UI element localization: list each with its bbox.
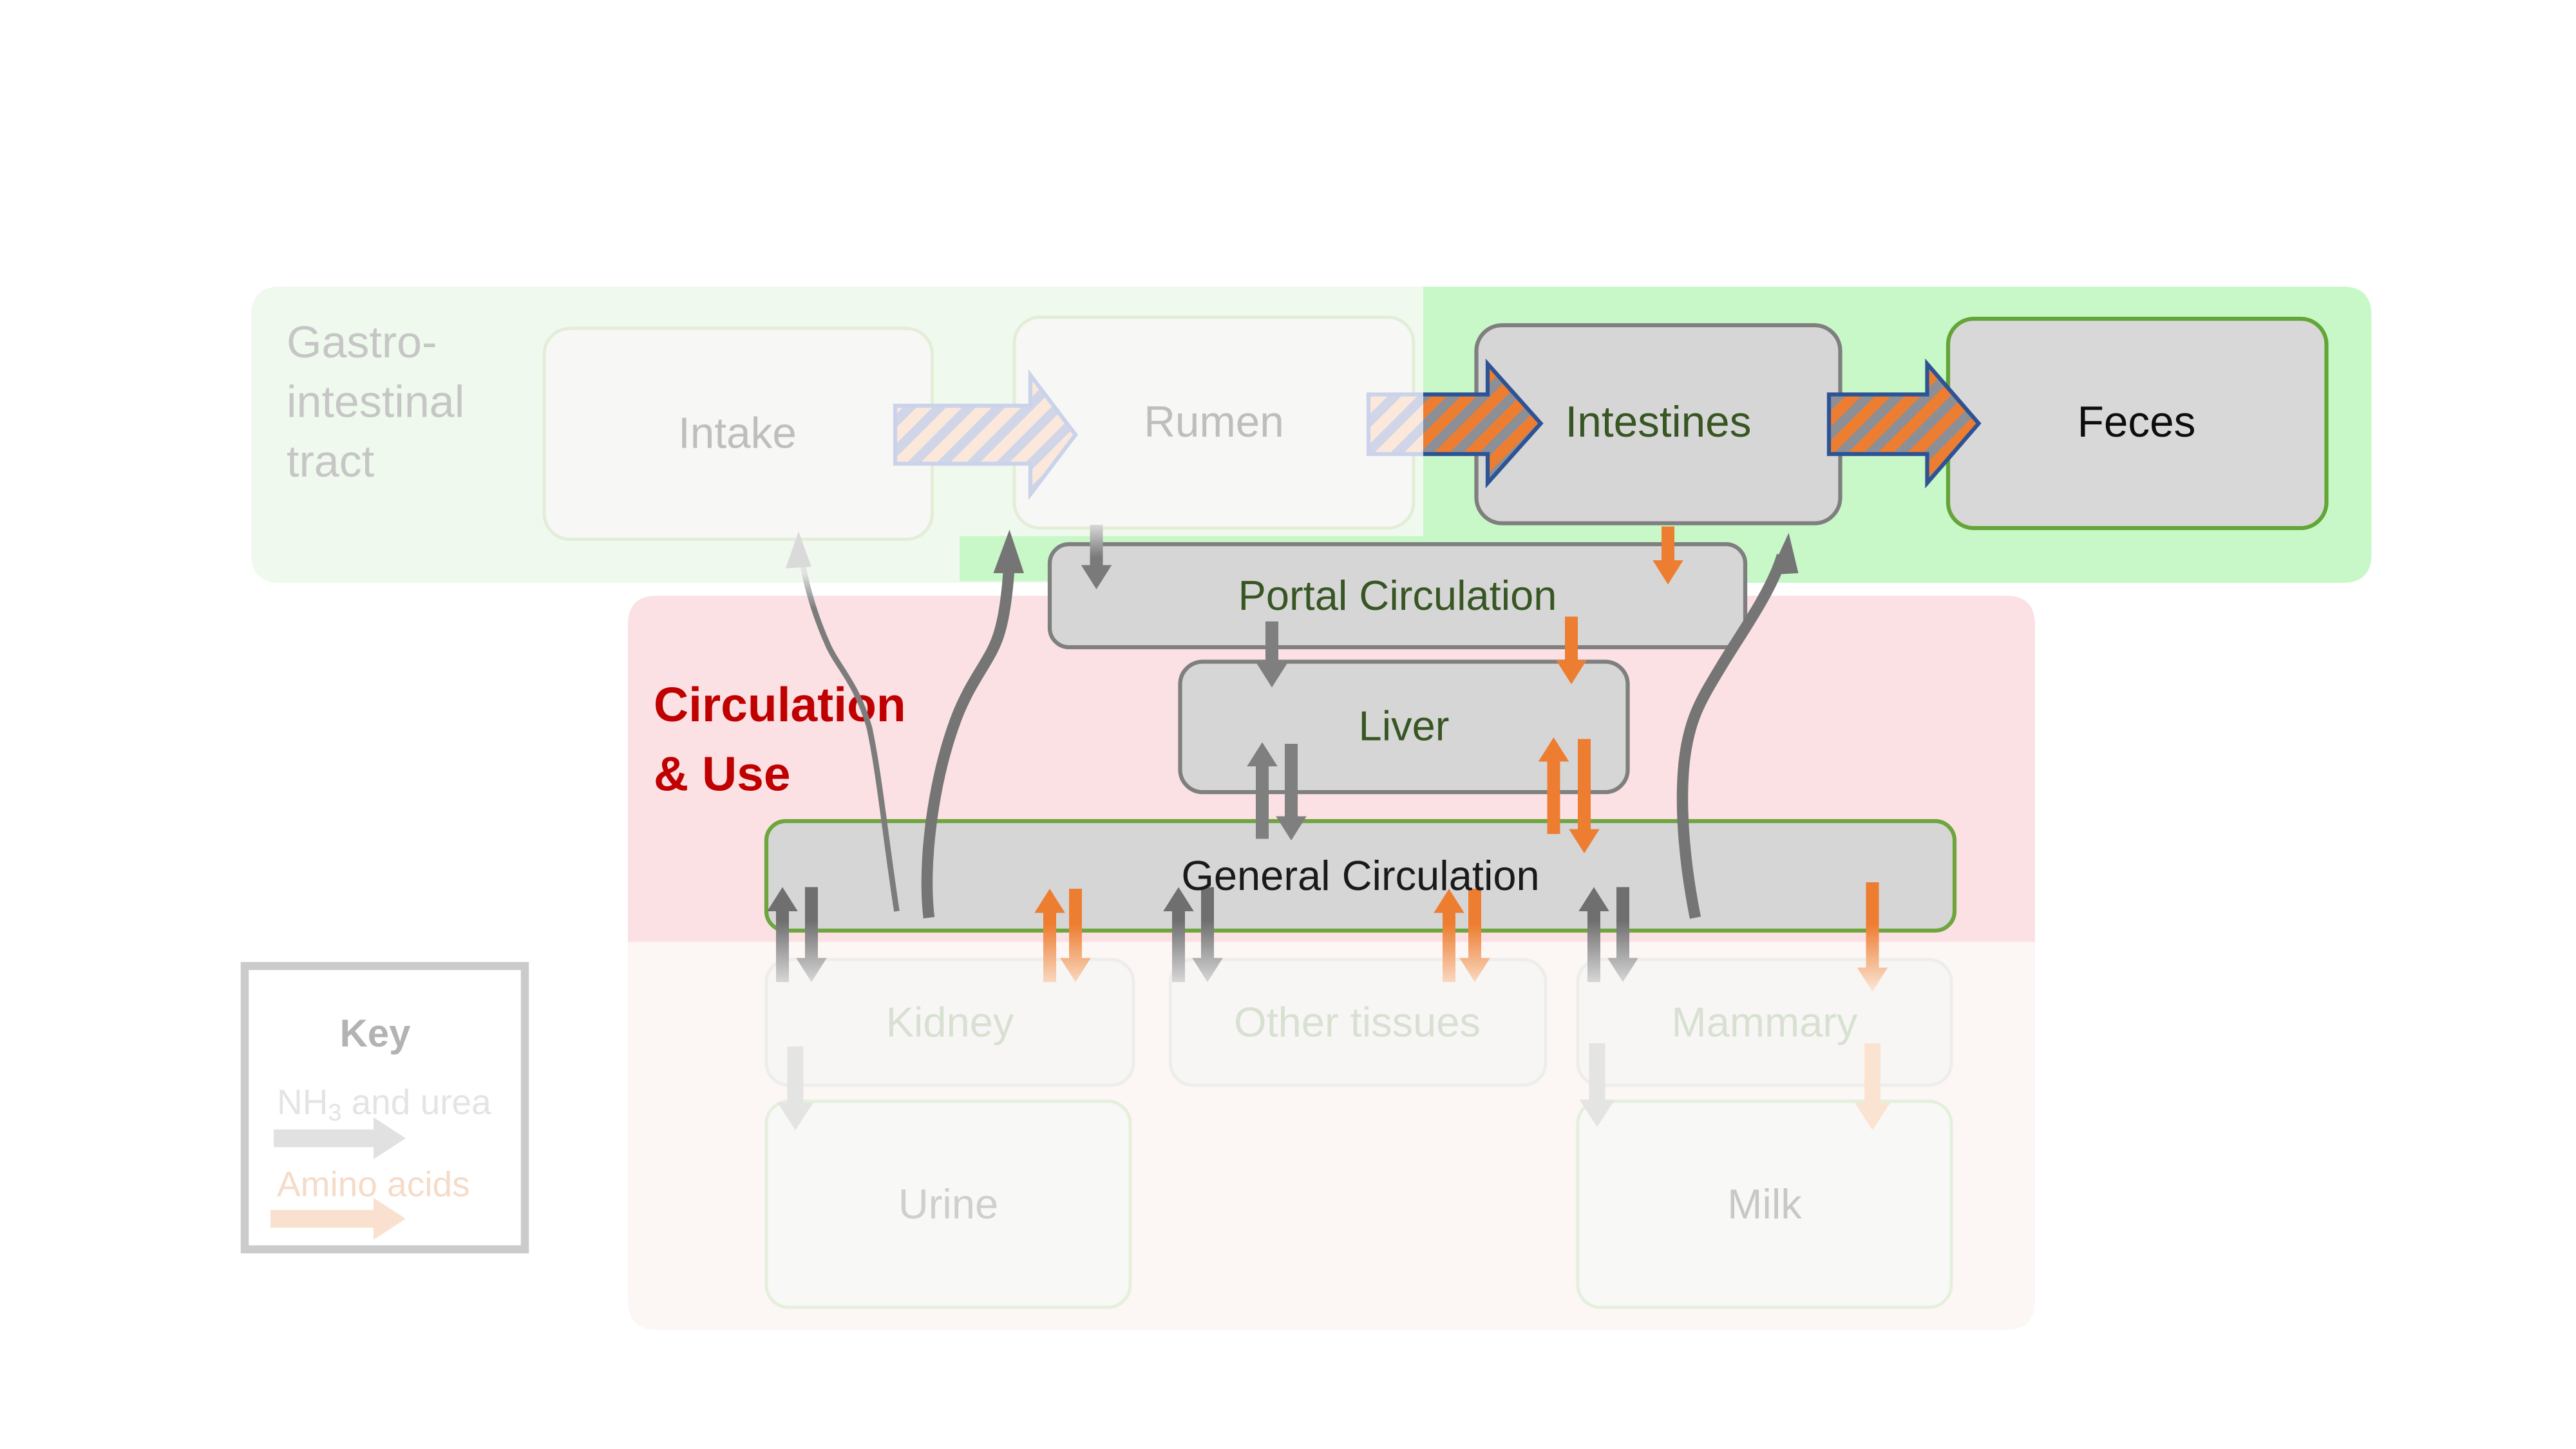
urine-label: Urine [898,1180,998,1227]
portal-circulation-label: Portal Circulation [1238,572,1557,619]
arrow-general-to-tissues-orange-down [1459,889,1490,982]
curved-arrow-general-to-intestines [1676,533,1799,919]
arrow-mammary-to-general-gray-up [1578,887,1609,982]
arrow-mammary-to-milk-gray [1579,1043,1615,1127]
box-general-circulation [764,819,1957,933]
intestines-label: Intestines [1566,398,1752,446]
milk-label: Milk [1727,1180,1802,1227]
kidney-label: Kidney [886,999,1014,1046]
arrow-tissues-to-general-orange-up [1434,889,1464,982]
arrow-portal-to-liver-gray [1256,621,1287,688]
arrow-kidney-to-general-orange-up [1034,889,1065,982]
box-other-tissues [1169,958,1548,1087]
general-circulation-label: General Circulation [1181,852,1539,899]
arrow-portal-to-liver-orange [1556,616,1587,685]
hatched-arrow-intestines-to-feces [1826,358,1982,489]
gi-tract-label: Gastro- intestinal tract [287,317,477,486]
arrow-general-to-kidney-orange-down [1060,889,1091,982]
legend: Key NH3 and urea Amino acids [240,961,529,1254]
box-urine [764,1099,1132,1309]
arrow-general-to-mammary-gray-down [1607,887,1638,982]
arrow-tissues-to-general-gray-up [1163,887,1194,982]
arrow-general-to-kidney-gray-down [796,887,827,982]
liver-label: Liver [1359,703,1450,750]
rumen-label: Rumen [1144,398,1284,446]
box-mammary [1576,958,1953,1087]
arrow-general-to-liver-orange-up [1538,737,1569,834]
legend-box [240,961,529,1254]
arrow-liver-to-general-orange-down [1569,739,1600,853]
intake-label: Intake [678,409,797,457]
feces-label: Feces [2078,398,2196,446]
legend-amino-acids-label: Amino acids [277,1164,470,1204]
arrow-intestines-to-portal [1653,526,1683,585]
arrow-kidney-to-urine [777,1046,813,1130]
hatched-arrow-intake-to-rumen [893,369,1078,500]
arrow-general-to-mammary-orange-down [1857,882,1888,992]
legend-title: Key [339,1012,411,1055]
curved-arrow-general-to-rumen [921,529,1024,919]
legend-orange-arrow-icon [270,1198,406,1240]
legend-gray-arrow-icon [274,1117,406,1159]
mammary-label: Mammary [1672,999,1858,1046]
arrow-general-to-liver-gray-up [1247,742,1278,839]
arrow-general-to-tissues-gray-down [1192,887,1223,982]
curved-arrow-general-to-intake [786,531,900,912]
legend-nh3-urea-label: NH3 and urea [277,1082,491,1126]
other-tissues-label: Other tissues [1234,999,1481,1046]
hatched-arrow-rumen-to-intestines [1366,358,1544,489]
box-kidney [764,958,1135,1087]
box-milk [1576,1099,1953,1309]
arrow-kidney-to-general-gray-up [767,887,798,982]
arrow-liver-to-general-gray-down [1276,744,1307,840]
arrow-mammary-to-milk-orange [1855,1043,1890,1130]
arrow-rumen-to-portal [1081,525,1112,589]
